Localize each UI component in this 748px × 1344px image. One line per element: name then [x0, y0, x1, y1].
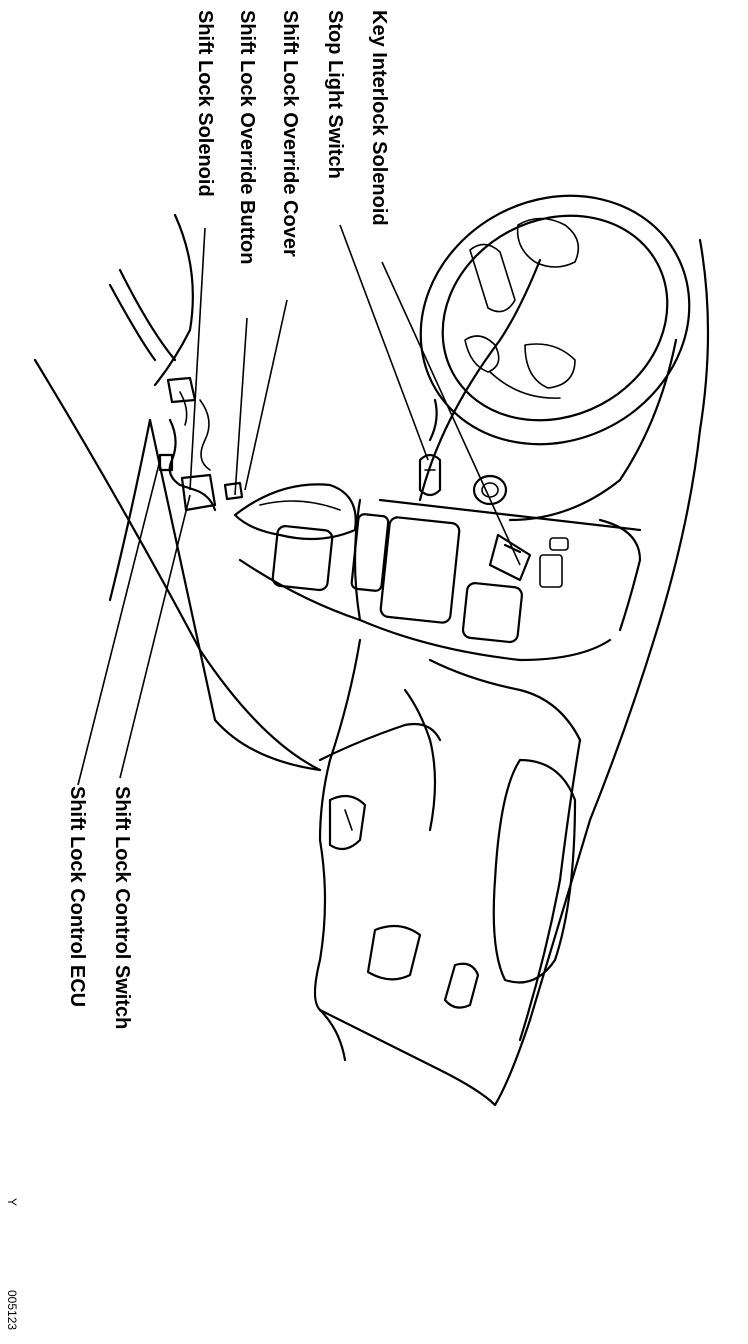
key-interlock-solenoid-part — [472, 474, 532, 582]
shift-lock-assembly — [158, 376, 244, 512]
center-console — [238, 513, 569, 644]
leader-lines — [77, 224, 521, 786]
instrument-panel — [313, 238, 710, 1107]
label-stop-light-switch: Stop Light Switch — [324, 10, 346, 179]
floor-outline — [33, 213, 322, 772]
view-marker: Y — [5, 1198, 19, 1206]
shift-lever — [233, 483, 357, 541]
figure-code: 005123 — [5, 1290, 19, 1330]
label-shift-lock-solenoid: Shift Lock Solenoid — [194, 10, 216, 197]
figure-footer: Y 005123 — [5, 1198, 19, 1330]
label-shift-lock-control-switch: Shift Lock Control Switch — [111, 786, 133, 1029]
label-shift-lock-override-button: Shift Lock Override Button — [236, 10, 258, 264]
labels: Key Interlock Solenoid Stop Light Switch… — [66, 10, 390, 1029]
label-shift-lock-override-cover: Shift Lock Override Cover — [279, 10, 301, 257]
steering-wheel — [419, 194, 691, 446]
panel-vents — [328, 758, 577, 1009]
label-shift-lock-control-ecu: Shift Lock Control ECU — [66, 786, 88, 1007]
label-key-interlock-solenoid: Key Interlock Solenoid — [368, 10, 390, 226]
